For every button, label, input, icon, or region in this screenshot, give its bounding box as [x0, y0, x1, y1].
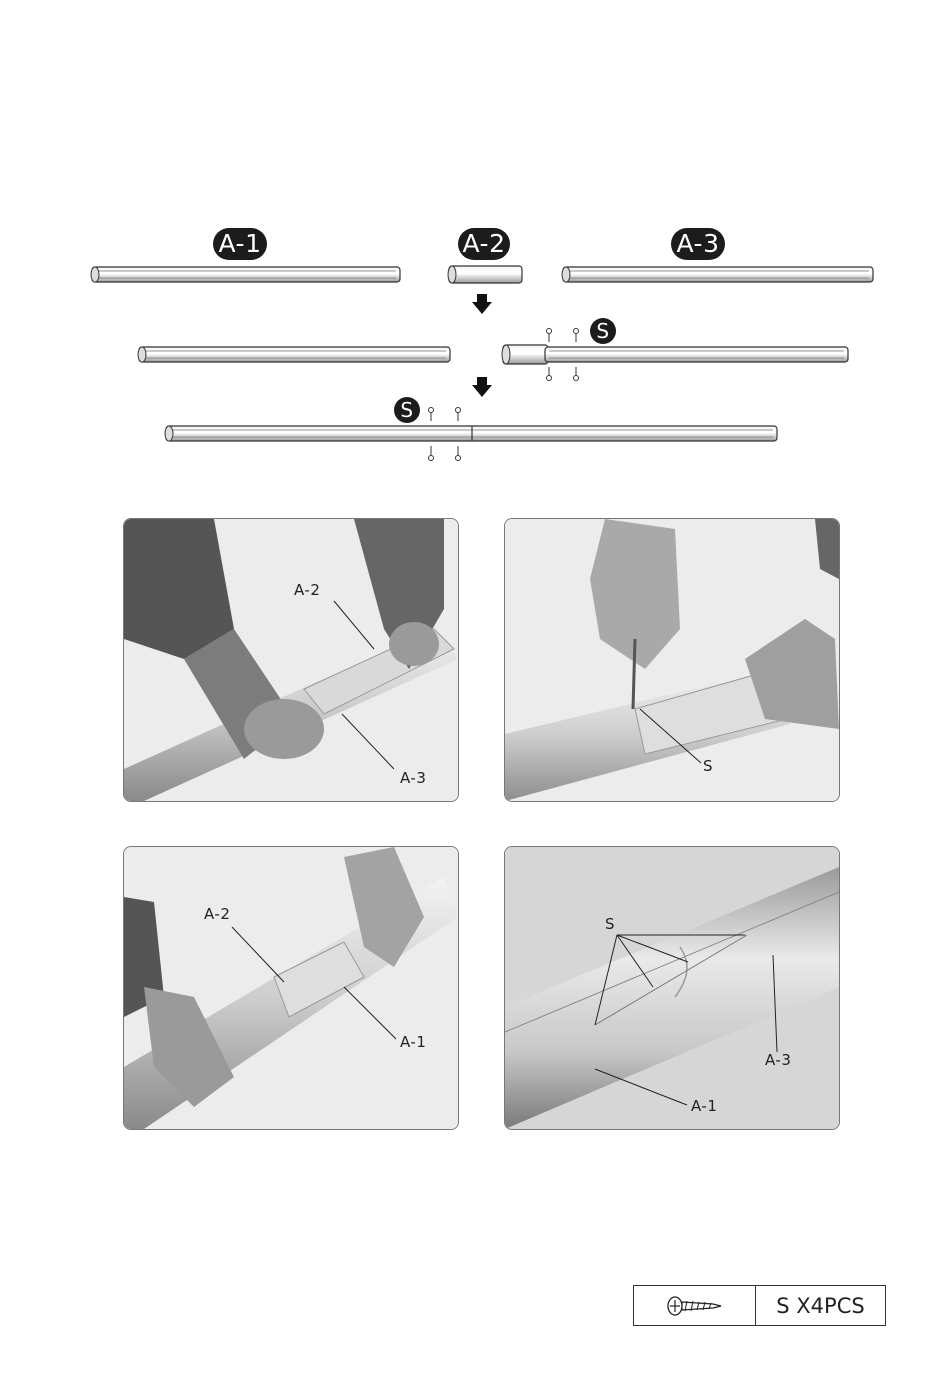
- callout-lines: [124, 519, 458, 801]
- down-arrow-icon: [472, 294, 492, 314]
- part-label-a2: A-2: [458, 228, 510, 260]
- screw-badge: S: [590, 318, 616, 344]
- down-arrow-icon: [472, 377, 492, 397]
- hardware-icon-cell: [634, 1286, 756, 1325]
- screw-icon: [665, 1294, 725, 1318]
- part-label-a1: A-1: [213, 228, 267, 260]
- callout-lines: [124, 847, 458, 1129]
- photo-panel-3: A-2 A-1: [123, 846, 459, 1130]
- tube-a1: [91, 267, 400, 282]
- part-label-a3: A-3: [671, 228, 725, 260]
- hardware-table: S X4PCS: [633, 1285, 886, 1326]
- photo-panel-4: S A-3 A-1: [504, 846, 840, 1130]
- tube-a1-step2: [138, 347, 450, 362]
- tube-a3: [562, 267, 873, 282]
- hardware-quantity-label: S X4PCS: [756, 1286, 885, 1325]
- photo-panel-1: A-2 A-3: [123, 518, 459, 802]
- photo-panel-2: S: [504, 518, 840, 802]
- callout-lines: [505, 519, 839, 801]
- tube-a3-with-a2-inserted: [502, 345, 848, 364]
- tube-assembled: [165, 426, 777, 441]
- callout-lines: [505, 847, 839, 1129]
- tube-a2: [448, 266, 522, 283]
- screw-badge: S: [394, 397, 420, 423]
